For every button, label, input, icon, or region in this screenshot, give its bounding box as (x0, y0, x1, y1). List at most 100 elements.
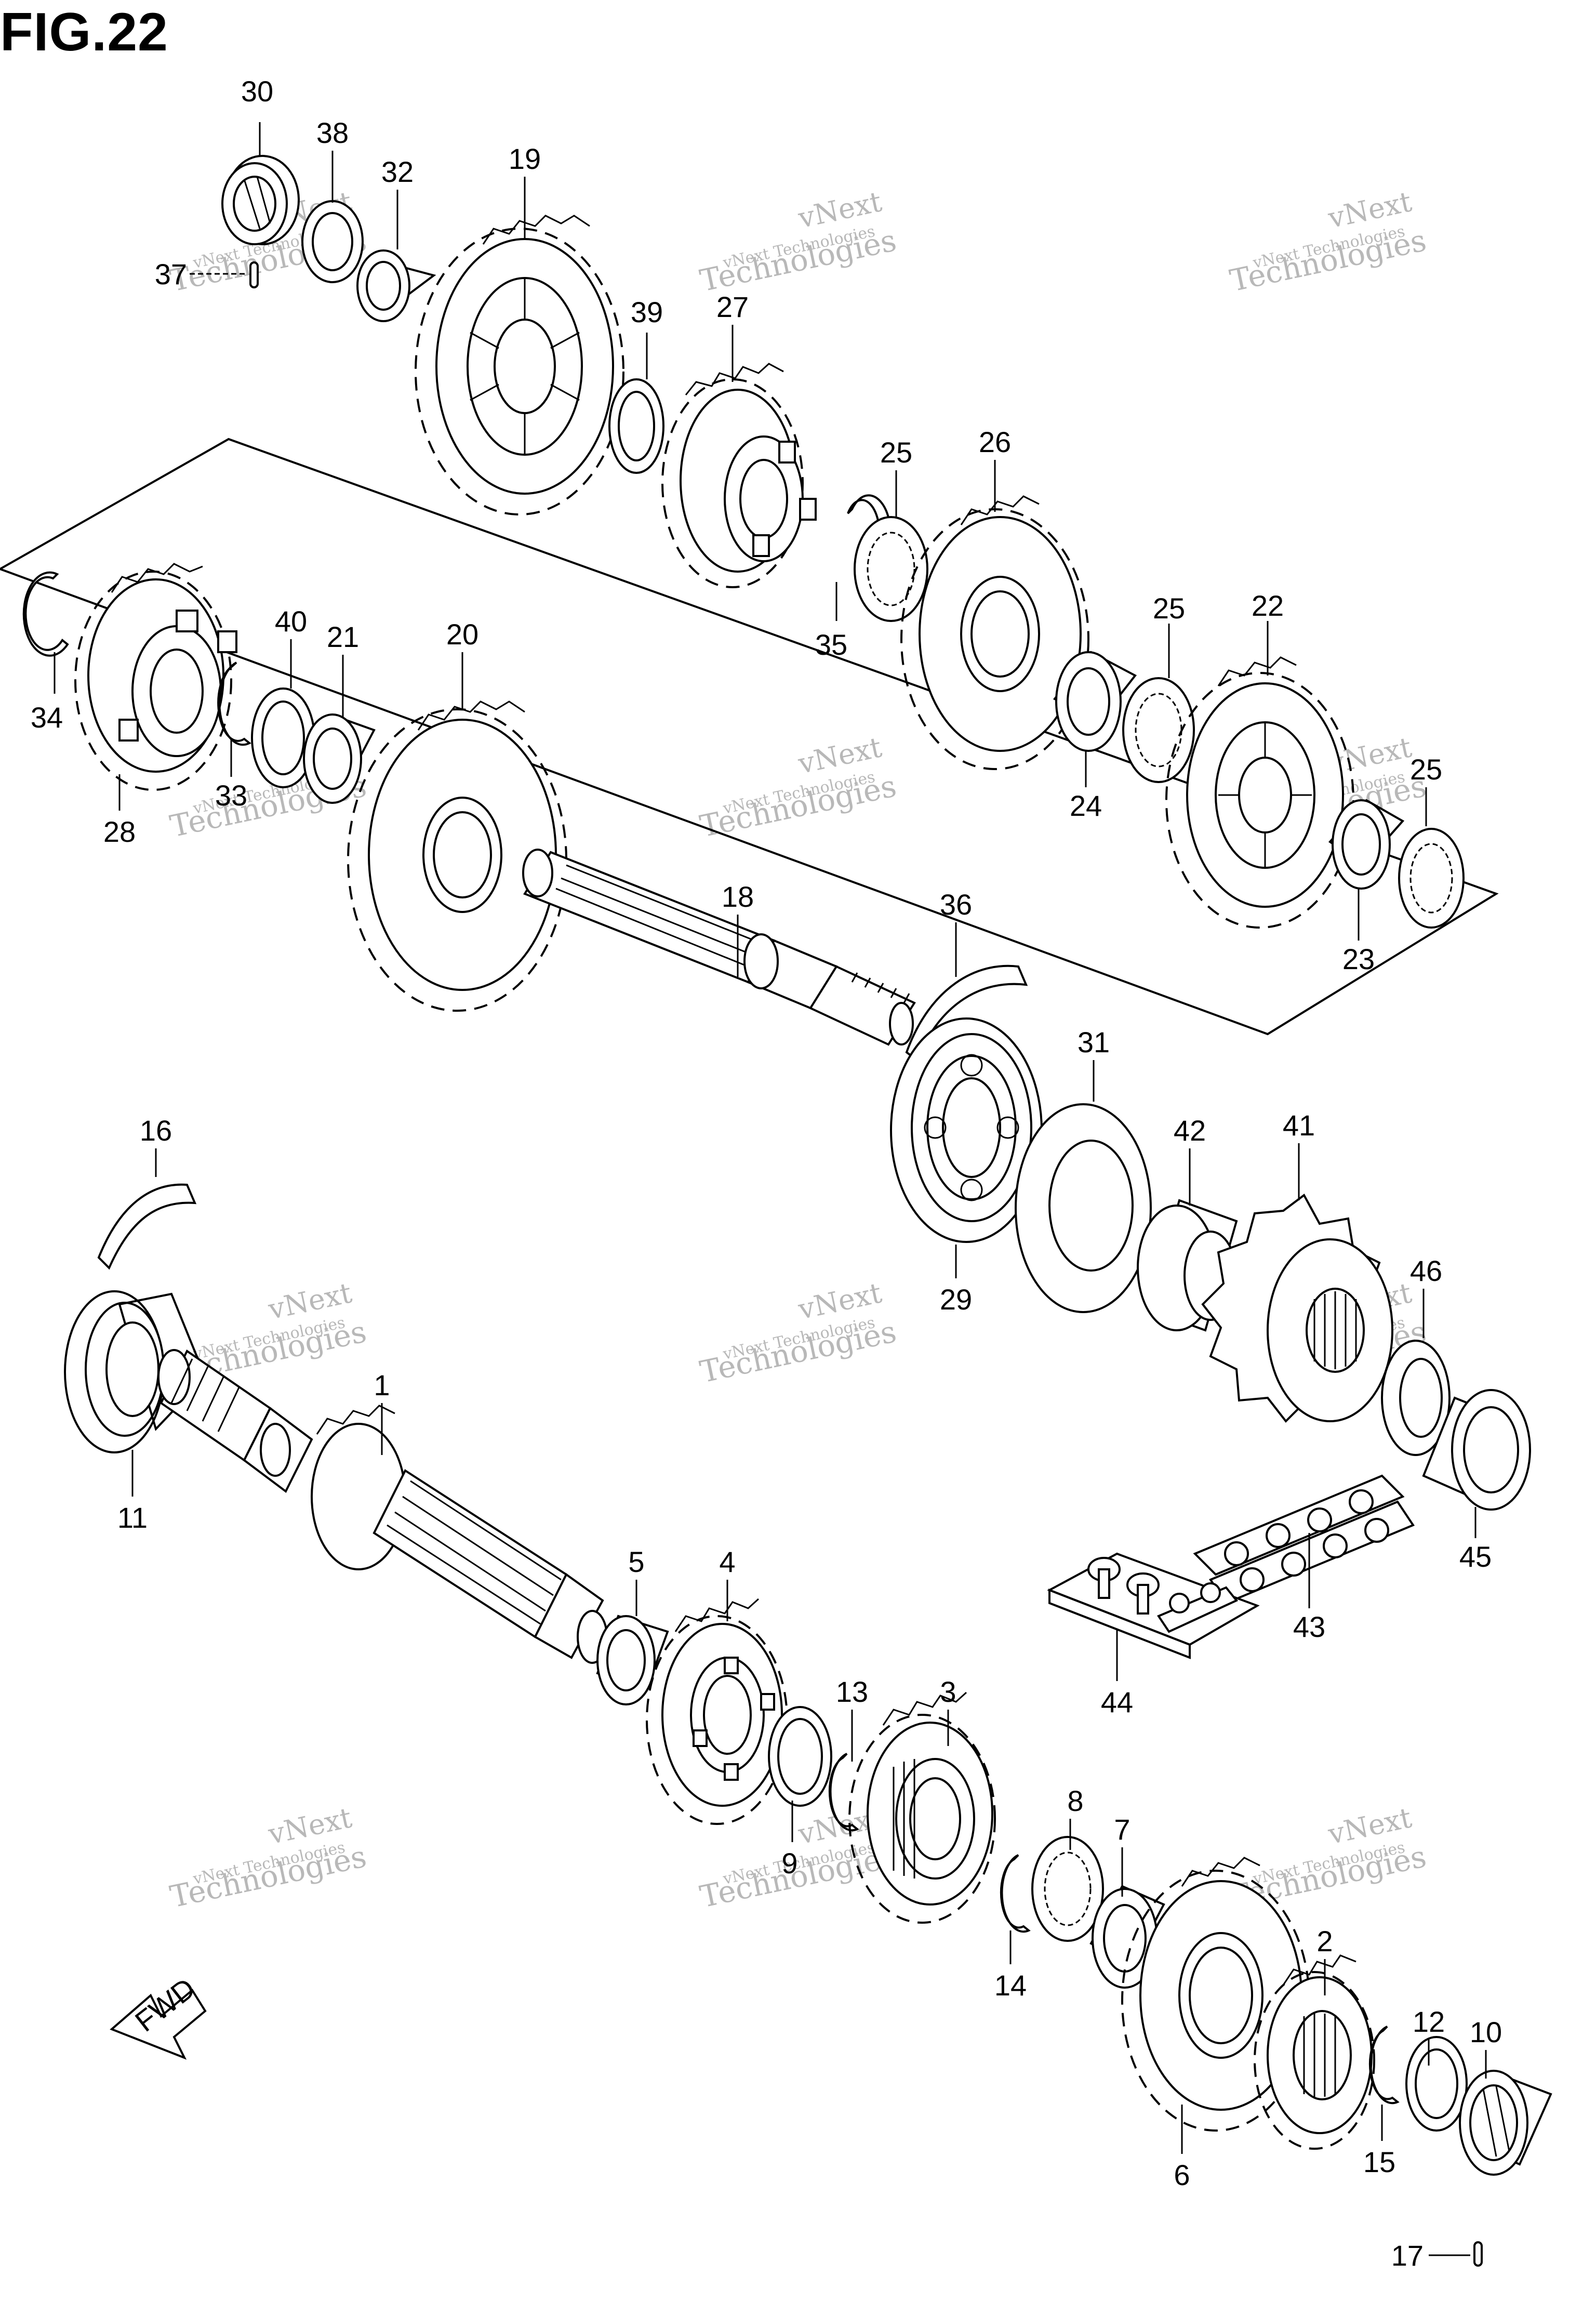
callout-41: 41 (1283, 1109, 1315, 1142)
callout-29: 29 (940, 1283, 972, 1316)
callout-10: 10 (1470, 2016, 1502, 2048)
callout-34: 34 (31, 701, 63, 734)
callout-18: 18 (722, 880, 754, 913)
callout-17: 17 (1391, 2239, 1424, 2272)
callout-26: 26 (979, 426, 1011, 458)
part-3-gear (848, 1691, 996, 1924)
part-33-circlip (217, 662, 251, 746)
callout-3: 3 (940, 1675, 956, 1708)
assembly-frame (0, 438, 1499, 1036)
part-1-shaft (157, 1349, 608, 1664)
part-32-bushing (356, 249, 436, 322)
callout-24: 24 (1070, 789, 1102, 822)
part-5-bushing (596, 1615, 669, 1705)
part-2-gear (1254, 1954, 1375, 2150)
part-21-bushing (303, 713, 376, 804)
figure-title: FIG.22 (0, 2, 168, 62)
part-46-washer (1381, 1340, 1451, 1456)
part-16-clip (97, 1183, 197, 1270)
part-18-shaft (522, 849, 916, 1046)
callout-39: 39 (631, 296, 663, 328)
callout-23: 23 (1342, 943, 1375, 975)
part-39-washer (608, 378, 664, 474)
part-9-washer (768, 1706, 832, 1807)
part-42-spacer (1137, 1199, 1238, 1332)
part-29-bearing (890, 1017, 1043, 1243)
callout-12: 12 (1413, 2005, 1445, 2038)
callout-25b: 25 (1153, 592, 1185, 625)
part-15-circlip (1369, 2026, 1400, 2105)
callout-9: 9 (781, 1847, 797, 1880)
part-28-gear (74, 563, 237, 791)
part-25-washer (1398, 828, 1465, 929)
part-10-bearing (1459, 2070, 1552, 2176)
part-45-bushing (1422, 1389, 1531, 1511)
part-22-gear (1165, 656, 1354, 929)
part-17-pin (1473, 2241, 1483, 2267)
callout-38: 38 (316, 116, 349, 149)
part-20-gear (347, 700, 567, 1012)
callout-16: 16 (140, 1114, 172, 1147)
part-4-gear (646, 1598, 788, 1825)
part-44-joint-kit (1047, 1552, 1260, 1659)
callout-28: 28 (103, 815, 136, 848)
callout-7: 7 (1114, 1813, 1130, 1846)
part-24-bearing (1053, 651, 1137, 752)
part-30-bearing (221, 155, 300, 245)
part-26-gear (900, 495, 1089, 770)
part-41-sprocket (1201, 1194, 1393, 1423)
callout-30: 30 (241, 75, 273, 108)
callout-14: 14 (994, 1969, 1027, 2002)
part-37-pin (249, 261, 259, 288)
callout-8: 8 (1067, 1784, 1083, 1817)
callout-1: 1 (374, 1369, 390, 1401)
callout-13: 13 (836, 1675, 868, 1708)
callout-2: 2 (1316, 1925, 1333, 1957)
part-11-bearing (64, 1290, 207, 1453)
callout-19: 19 (509, 142, 541, 175)
part-8-washer (1031, 1836, 1104, 1942)
callout-27: 27 (716, 290, 749, 323)
callout-36: 36 (940, 888, 972, 921)
part-43-chain (1193, 1474, 1415, 1605)
callout-31: 31 (1078, 1026, 1110, 1059)
callout-37: 37 (155, 258, 187, 290)
part-38-washer (301, 200, 364, 283)
callout-33: 33 (215, 779, 247, 812)
part-12-washer (1405, 2036, 1468, 2132)
callout-5: 5 (628, 1545, 644, 1578)
callout-44: 44 (1101, 1686, 1133, 1718)
part-23-bearing (1328, 799, 1405, 890)
callout-25a: 25 (880, 436, 912, 469)
callout-40: 40 (275, 605, 307, 638)
leader-lines (54, 122, 1487, 2256)
callout-6: 6 (1174, 2159, 1190, 2191)
callout-35: 35 (815, 628, 847, 661)
part-31-seal (1015, 1103, 1152, 1313)
callout-20: 20 (446, 618, 478, 651)
callout-22: 22 (1252, 589, 1284, 622)
part-7-bearing (1089, 1885, 1165, 1989)
callout-4: 4 (719, 1545, 735, 1578)
callout-43: 43 (1293, 1610, 1325, 1643)
part-25-washer (1122, 677, 1195, 783)
callout-46: 46 (1410, 1254, 1442, 1287)
part-13-circlip (829, 1753, 859, 1832)
part-25-washer (854, 516, 928, 622)
callout-42: 42 (1174, 1114, 1206, 1147)
callout-15: 15 (1363, 2146, 1395, 2178)
callout-21: 21 (327, 620, 359, 653)
callout-11: 11 (117, 1501, 148, 1534)
callout-25c: 25 (1410, 753, 1442, 786)
fwd-arrow-icon: FWD (110, 1972, 207, 2060)
part-27-gear (661, 363, 817, 588)
part-40-washer (251, 687, 315, 788)
part-34-circlip (22, 571, 69, 657)
